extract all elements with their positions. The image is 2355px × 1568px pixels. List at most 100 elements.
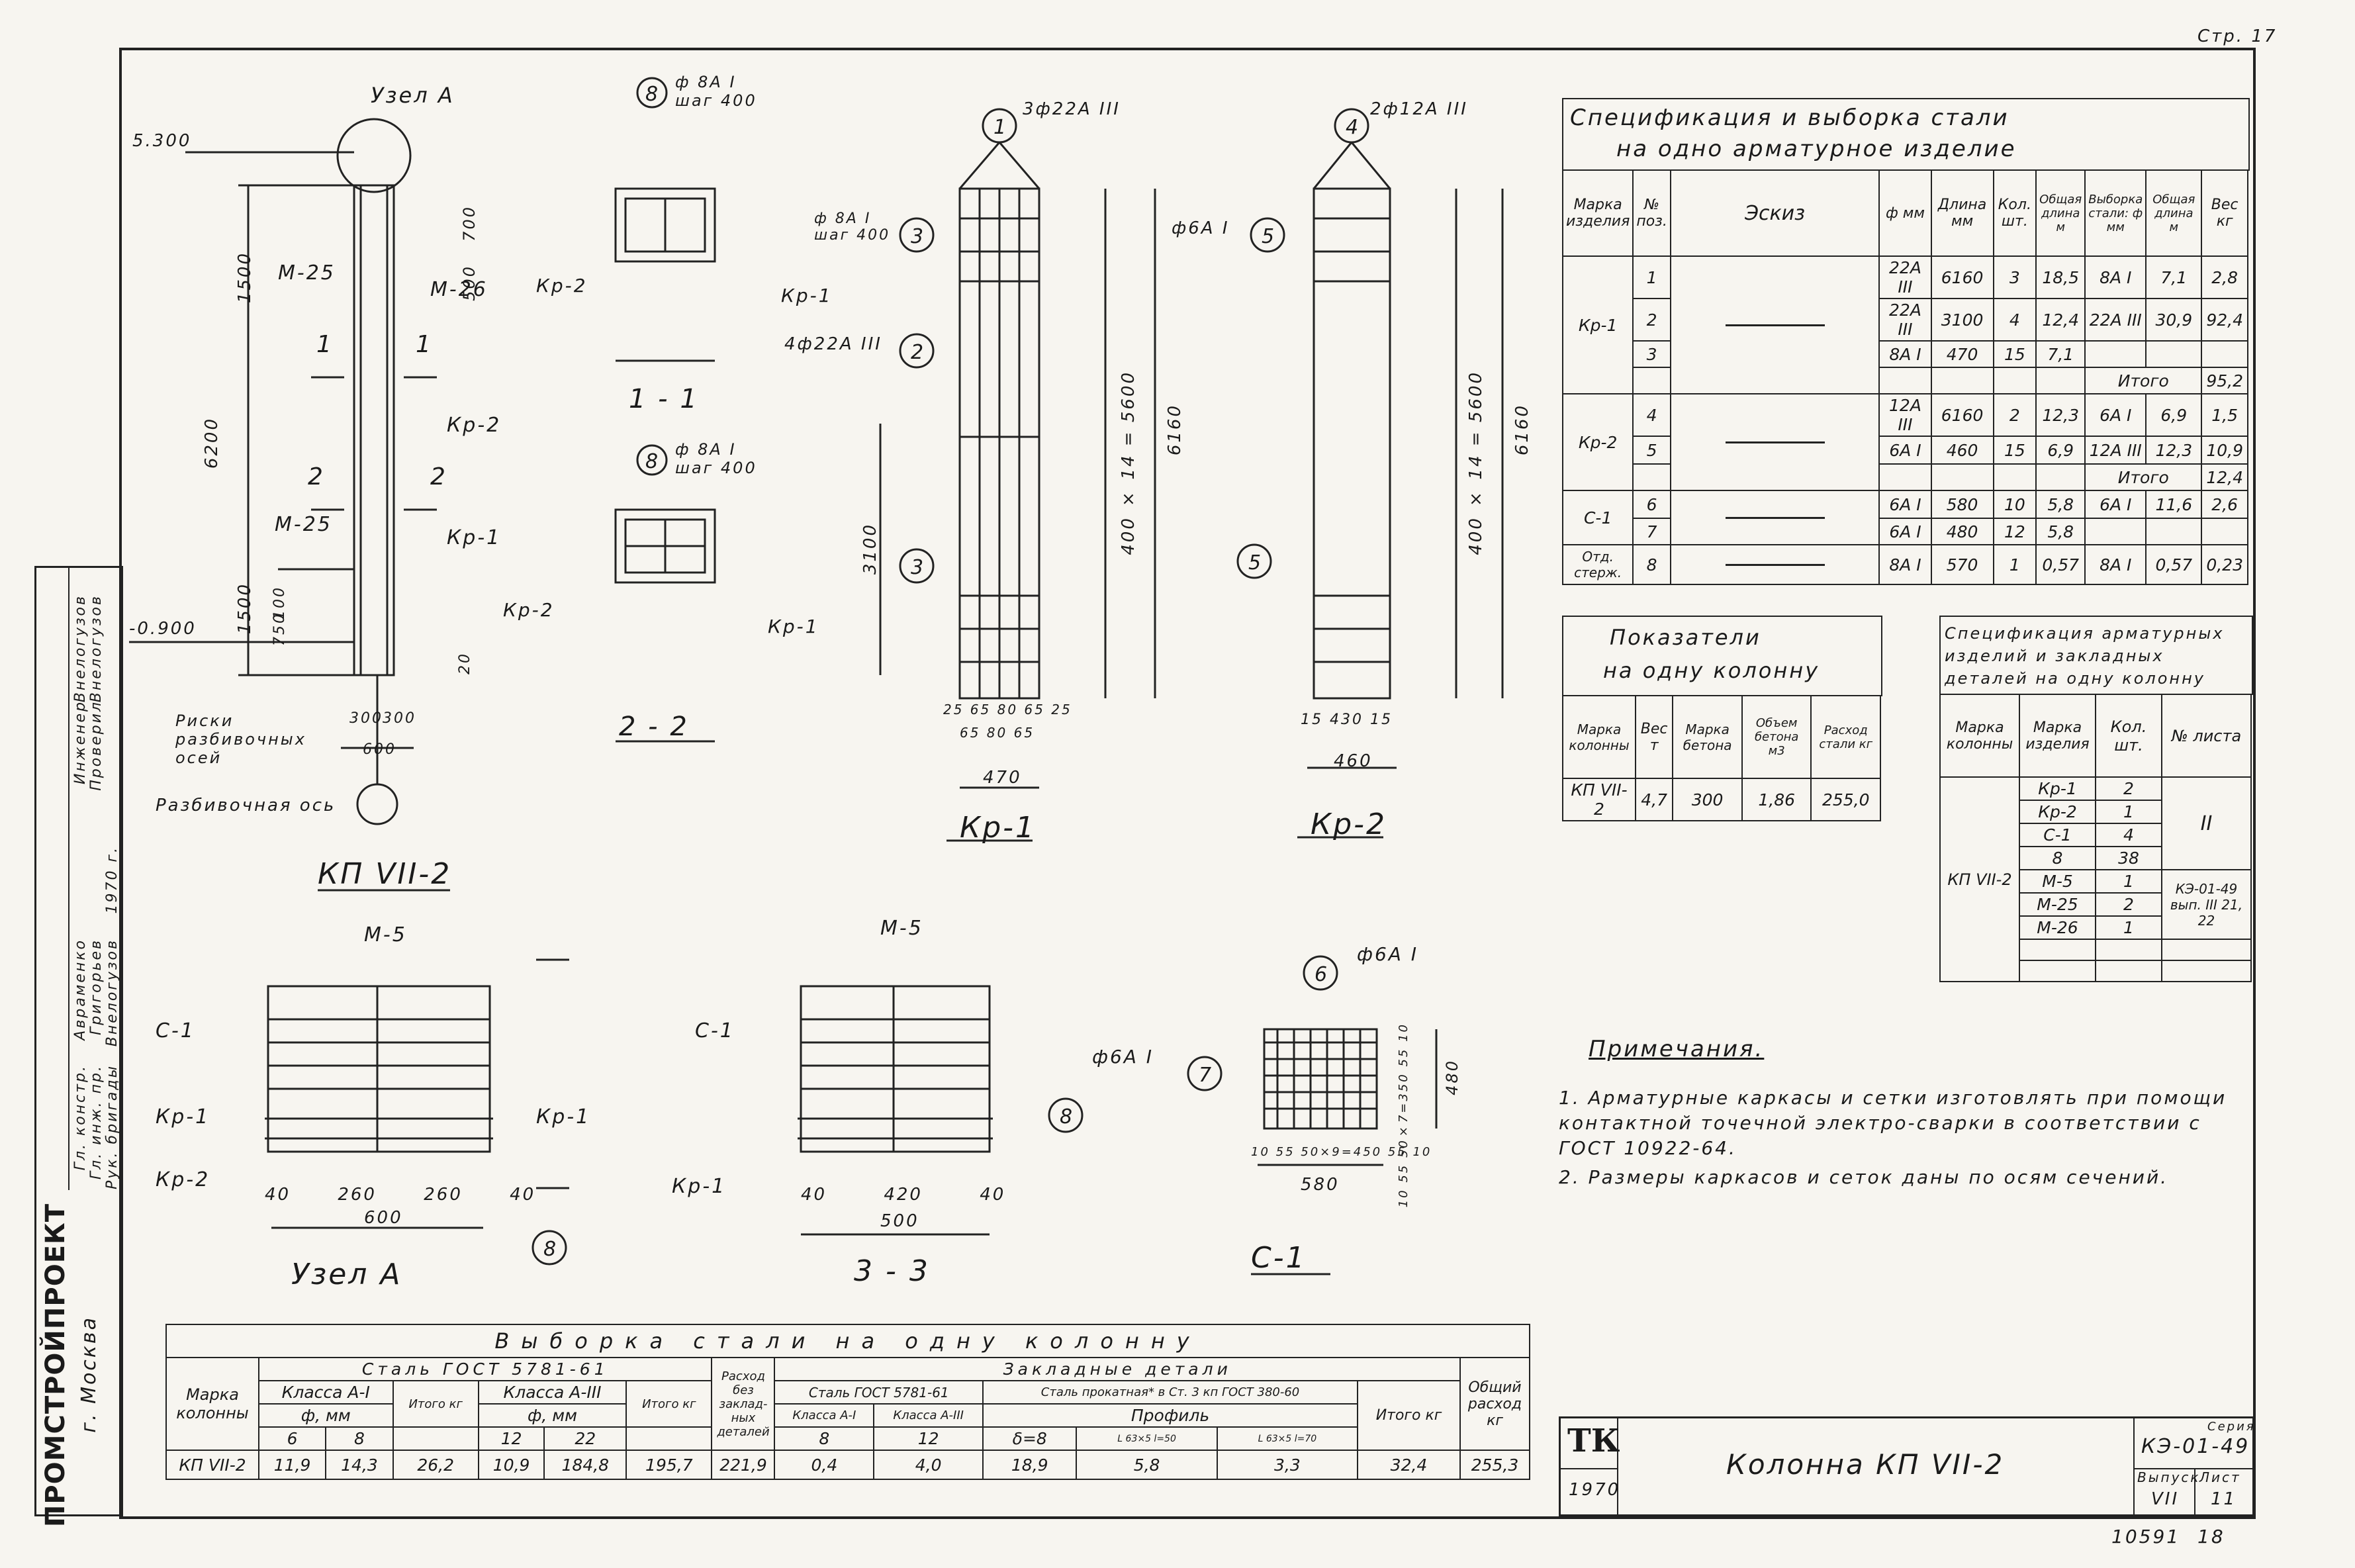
- bom-h-cls1: Класса А-I: [258, 1380, 394, 1405]
- spec-title-1: Спецификация и выборка стали: [1570, 105, 2009, 131]
- bom-cell: 10,9: [477, 1450, 545, 1480]
- bom-h-dia-3: ф, мм: [477, 1403, 627, 1428]
- spec-cell: 570: [1930, 544, 1994, 585]
- spec-cell: [2201, 340, 2248, 368]
- bom-cell: 14,3: [325, 1450, 394, 1480]
- bom-h-grand: Общий расход кг: [1459, 1357, 1530, 1451]
- ind-h-concrete: Марка бетона: [1672, 695, 1743, 779]
- spec-total-row: Итого 95,2: [1563, 367, 2248, 394]
- spec-cell: 6А I: [1878, 436, 1932, 465]
- ind-cell: КП VII-2: [1562, 778, 1636, 821]
- kp1-total: 6160: [1165, 404, 1185, 456]
- spec-cell: 6,9: [2035, 436, 2086, 465]
- spec-cell: [2145, 340, 2203, 368]
- bom-cell: 195,7: [625, 1450, 713, 1480]
- bom-title: Выборка стали на одну колонну: [165, 1324, 1530, 1358]
- bom-d: 12: [477, 1426, 545, 1451]
- sheet-label: Лист: [2199, 1469, 2241, 1485]
- bom-h-cls3: Класса А-III: [477, 1380, 627, 1405]
- parts-cell: 4: [2095, 823, 2162, 847]
- spec-cell: 0,57: [2145, 544, 2203, 585]
- c1-w: 580: [1301, 1175, 1340, 1195]
- spec-cell: 480: [1930, 518, 1994, 545]
- spec-cell: 11,6: [2145, 490, 2203, 519]
- parts-h-item: Марка изделия: [2019, 694, 2096, 778]
- title-year: 1970: [1569, 1480, 1621, 1500]
- m25-label-b: М-25: [275, 513, 332, 536]
- bom-cell: 184,8: [543, 1450, 627, 1480]
- spec-cell: 12: [1992, 518, 2037, 545]
- spec-cell: 6А I: [1878, 518, 1932, 545]
- c1-left-label: ф6А I: [1092, 1046, 1154, 1068]
- indicators-table: Марка колонны Вес т Марка бетона Объем б…: [1562, 695, 1881, 821]
- bom-h-cls3-e: Класса А-III: [873, 1403, 984, 1428]
- parts-h-qty: Кол. шт.: [2095, 694, 2162, 778]
- note-2: 2. Размеры каркасов и сеток даны по осям…: [1559, 1166, 2169, 1188]
- spec-header: Спецификация и выборка стали на одно арм…: [1562, 98, 2250, 171]
- bom-h-steel: Сталь ГОСТ 5781-61: [257, 1357, 713, 1381]
- dim-100: 100: [271, 586, 288, 620]
- ind-h-weight: Вес т: [1634, 695, 1674, 779]
- spec-cell: 5,8: [2035, 490, 2086, 519]
- spec-row: Отд. стерж. 8 8А I 570 1 0,57 8А I 0,57 …: [1561, 544, 2248, 585]
- spec-cell: 6160: [1930, 393, 1994, 437]
- pos8-label-a: ф 8А I шаг 400: [675, 73, 757, 110]
- parts-row: 8 38: [1940, 846, 2251, 870]
- bubble-5a: 5: [1262, 225, 1274, 248]
- spec-row: С-1 6 6А I 580 10 5,8 6А I 11,6 2,6: [1561, 490, 2248, 545]
- kp2-stirrup-label: ф6А I: [1172, 218, 1230, 238]
- spec-cell: 12,3: [2145, 436, 2203, 465]
- pos8-label-b: ф 8А I шаг 400: [675, 440, 757, 477]
- spec-cell: [2145, 518, 2203, 545]
- bom-d: 8: [774, 1426, 875, 1451]
- spec-cell: 22А III: [1878, 298, 1932, 342]
- spec-cell: 8А I: [1878, 544, 1932, 585]
- parts-h-col: Марка колонны: [1939, 694, 2020, 778]
- bom-h-steel2: Сталь ГОСТ 5781-61: [774, 1380, 984, 1405]
- kp2-len: 400 × 14 = 5600: [1466, 371, 1486, 555]
- bom-h-cls1-e: Класса А-I: [774, 1403, 875, 1428]
- dim-5300: 5.300: [132, 131, 192, 151]
- parts-cell: 2: [2095, 776, 2162, 801]
- series-cell: Серия КЭ-01-49: [2133, 1418, 2254, 1469]
- spec-cell: 18,5: [2035, 255, 2086, 299]
- dim-6200: 6200: [202, 417, 222, 469]
- indicators-row: КП VII-2 4,7 300 1,86 255,0: [1562, 778, 1881, 821]
- spec-sketch: [1669, 490, 1880, 545]
- spec-row: 7 6А I 480 12 5,8: [1563, 518, 2248, 545]
- sec1-right: 1: [416, 331, 433, 358]
- spec-cell: 12А III: [2084, 436, 2147, 465]
- spec-cell: 15: [1992, 436, 2037, 465]
- bom-cell: 18,9: [982, 1450, 1078, 1480]
- parts-cell: М-26: [2019, 915, 2096, 940]
- spec-cell: 7: [1632, 518, 1671, 545]
- bom-d: L 63×5 l=70: [1216, 1426, 1359, 1451]
- ind-cell: 1,86: [1741, 778, 1812, 821]
- series-value: КЭ-01-49: [2141, 1435, 2250, 1458]
- spec-cell: [1930, 463, 1994, 491]
- bom-h-embed: Закладные детали: [774, 1357, 1461, 1381]
- spec-cell: 95,2: [2201, 367, 2248, 394]
- ind-h-volume: Объем бетона м3: [1741, 695, 1812, 779]
- parts-title: Спецификация арматурных изделий и заклад…: [1945, 624, 2225, 688]
- c1-h: 480: [1443, 1059, 1461, 1095]
- kp2-label-a: Кр-2: [447, 414, 502, 437]
- parts-cell: 8: [2019, 846, 2096, 870]
- spec-h-len: Длина мм: [1930, 169, 1994, 257]
- ua-dims: 40 260 260 40: [265, 1185, 536, 1205]
- bubble-5b: 5: [1248, 551, 1261, 575]
- spec-total-row: Итого 12,4: [1563, 463, 2248, 491]
- bubble-8-4: 8: [1060, 1105, 1072, 1129]
- bom-d: δ=8: [982, 1426, 1078, 1451]
- sheet-value: 11: [2211, 1489, 2237, 1509]
- parts-header: Спецификация арматурных изделий и заклад…: [1939, 616, 2253, 695]
- spec-h-dia: ф мм: [1878, 169, 1932, 257]
- spec-cell: 92,4: [2201, 298, 2248, 342]
- sec2-right: 2: [430, 463, 447, 490]
- sheet-cell: Лист 11: [2194, 1468, 2252, 1514]
- axis-label: Разбивочная ось: [156, 796, 336, 815]
- spec-cell: Итого: [2084, 367, 2203, 394]
- kp2-total: 6160: [1512, 404, 1532, 456]
- m5-label-a: М-5: [364, 923, 407, 946]
- spec-cell: 0,57: [2035, 544, 2086, 585]
